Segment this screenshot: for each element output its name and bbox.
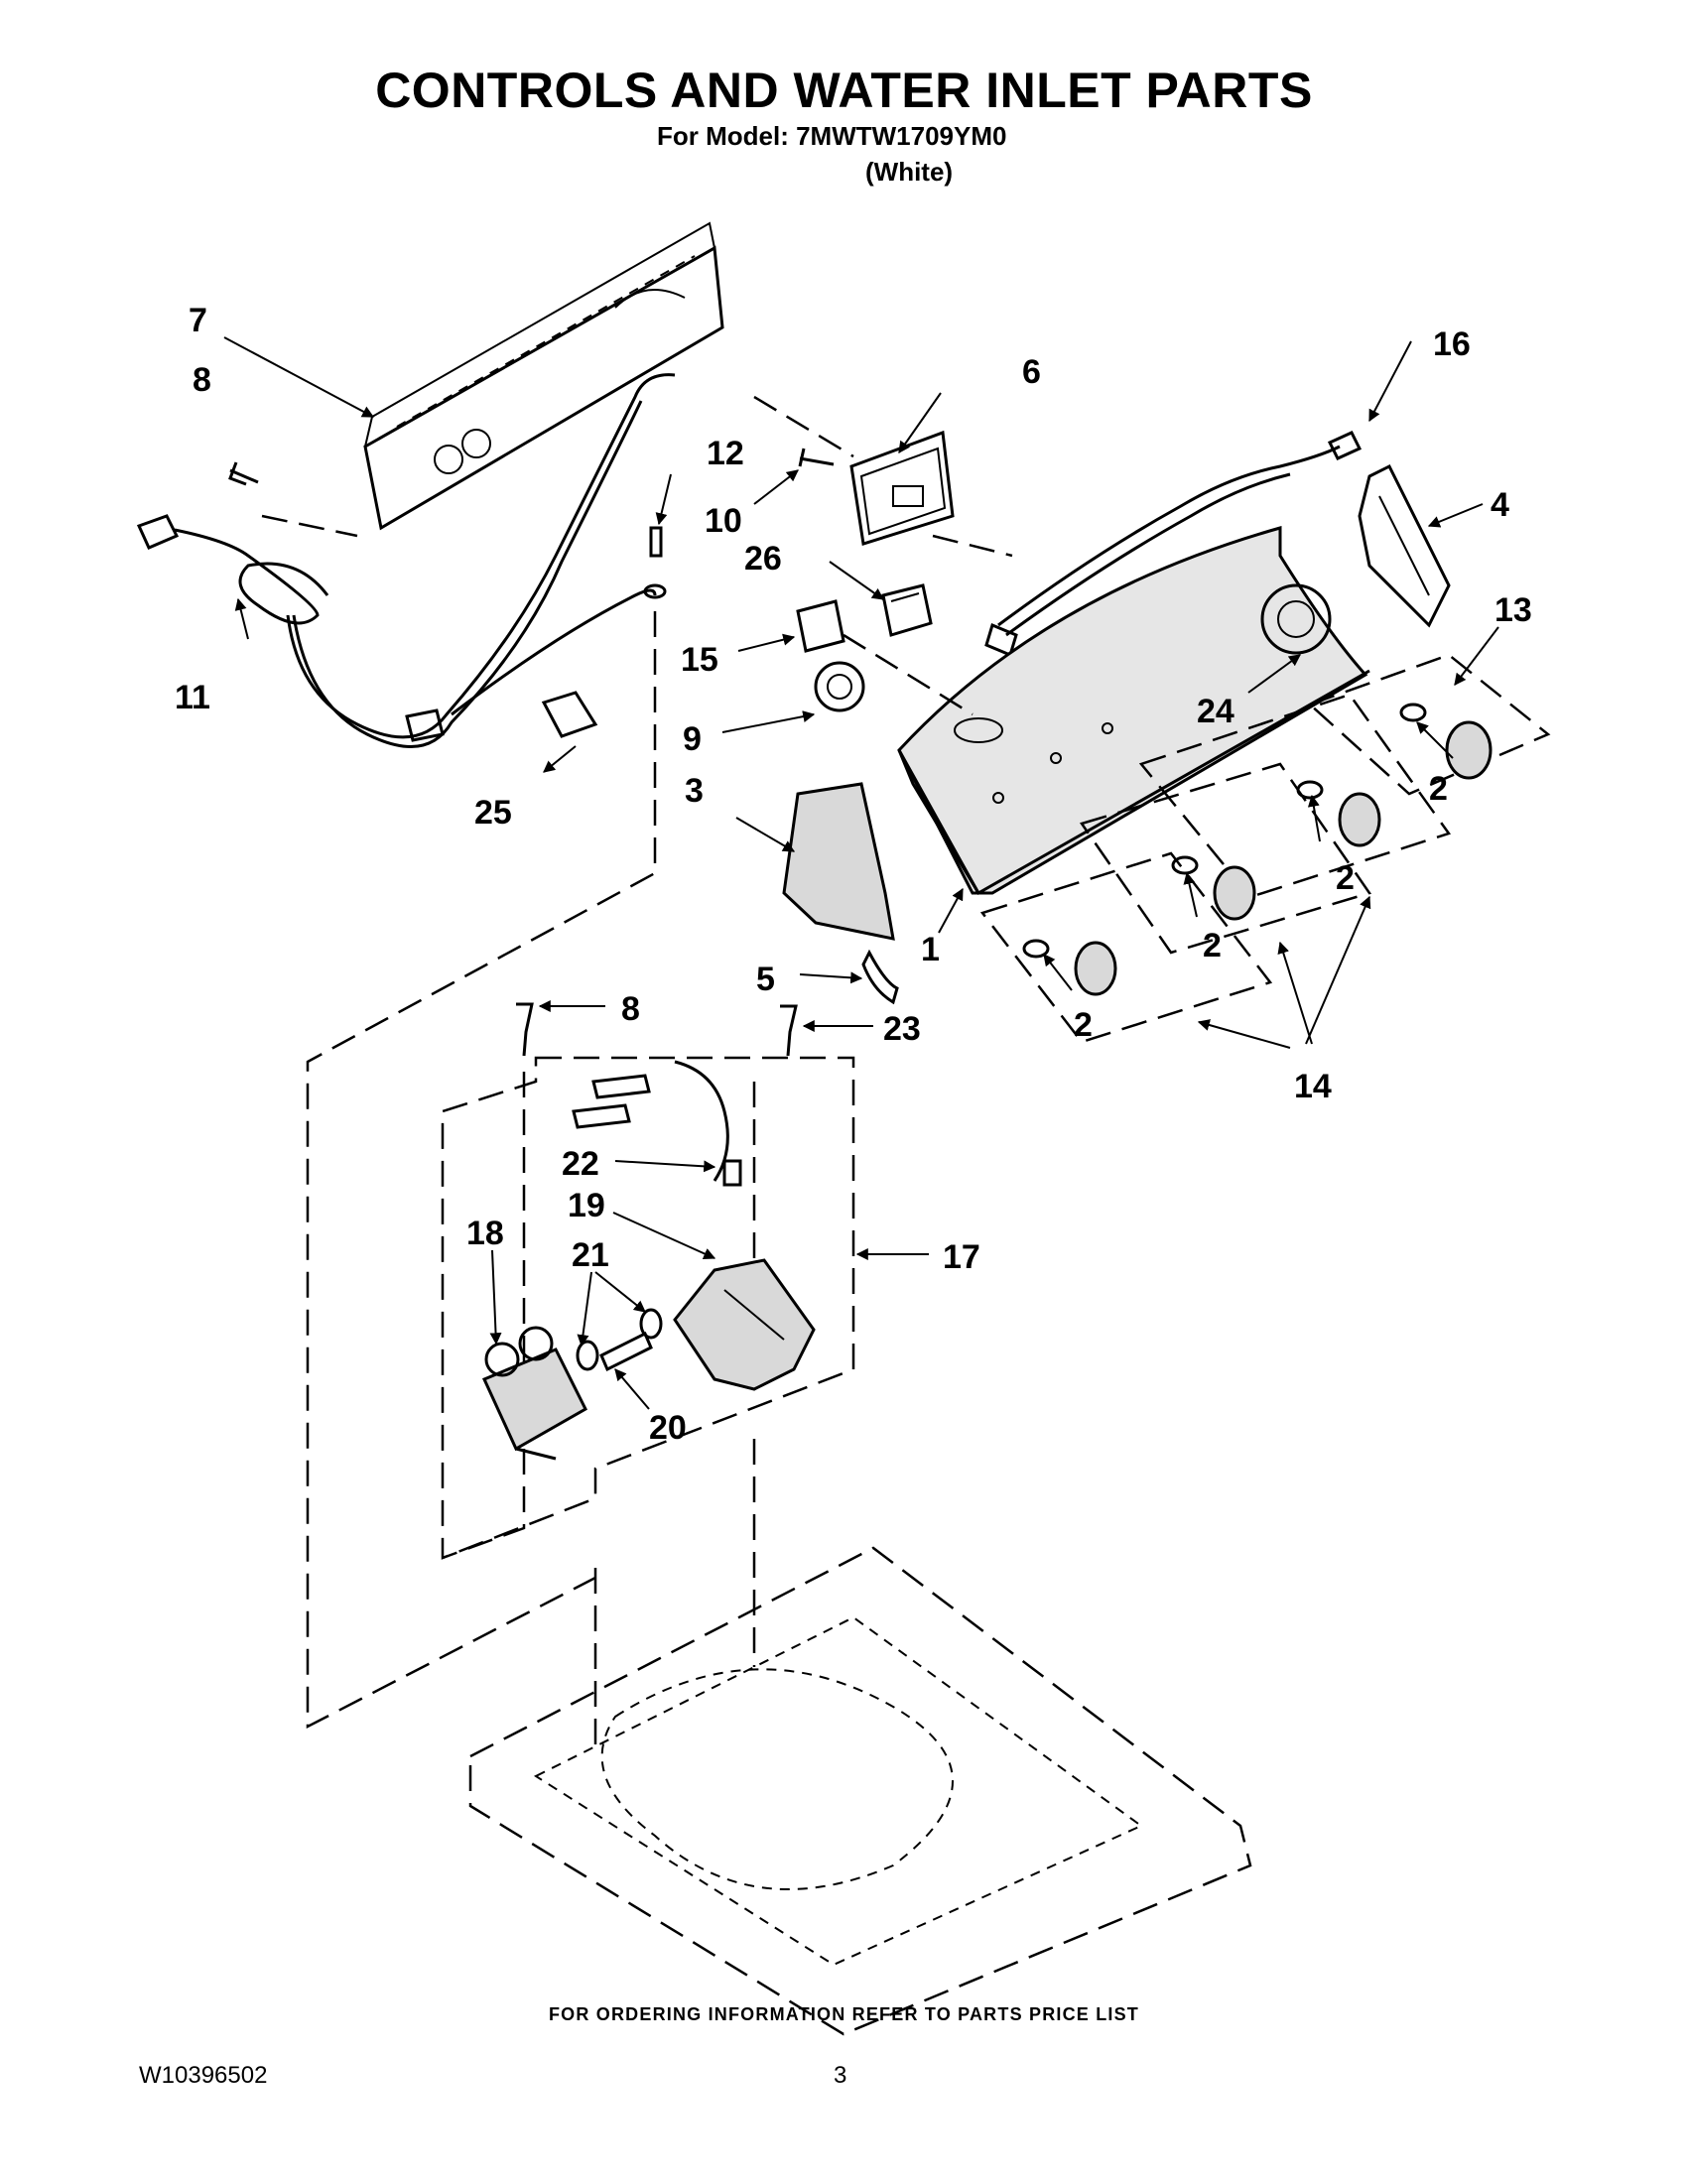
part-9-pressure-switch	[814, 661, 865, 712]
callout-13: 13	[1494, 591, 1532, 629]
callout-24: 24	[1197, 693, 1234, 730]
part-22-wire-harness	[572, 1060, 742, 1187]
callout-8-top: 8	[193, 361, 211, 399]
callout-2-c: 2	[1203, 927, 1222, 964]
part-8-screw-top	[228, 461, 259, 486]
callout-11: 11	[175, 679, 210, 716]
callout-2-a: 2	[1429, 770, 1448, 808]
callout-16: 16	[1433, 325, 1471, 363]
part-3-cover	[782, 782, 895, 941]
part-11-power-cord	[136, 373, 676, 748]
callout-23: 23	[883, 1010, 921, 1048]
part-6-control-board	[849, 430, 955, 546]
callout-21: 21	[572, 1236, 609, 1274]
part-19-dispenser	[673, 1258, 816, 1391]
callout-2-b: 2	[1336, 859, 1355, 897]
callout-22: 22	[562, 1145, 599, 1183]
callout-9: 9	[683, 720, 702, 758]
callout-19: 19	[568, 1187, 605, 1224]
callout-labels: 7 8 11 12 10 6 16 4 13 26 15 9 3 24 2 2 …	[175, 302, 1532, 1447]
callout-20: 20	[649, 1409, 687, 1447]
leader-arrows	[223, 336, 1499, 1410]
part-25-clip	[541, 691, 598, 738]
callout-17: 17	[943, 1238, 980, 1276]
part-23-screw	[780, 1004, 798, 1057]
part-18-inlet-valve	[481, 1326, 587, 1461]
knob-groups	[979, 653, 1551, 1044]
ordering-note: FOR ORDERING INFORMATION REFER TO PARTS …	[548, 2004, 1139, 2024]
part-8-screw-lower	[516, 1002, 534, 1057]
page-number: 3	[834, 2062, 847, 2089]
callout-26: 26	[744, 540, 782, 578]
callout-25: 25	[474, 794, 512, 832]
callout-14: 14	[1294, 1068, 1332, 1105]
callout-7: 7	[189, 302, 207, 339]
part-5-clip	[861, 949, 899, 1005]
callout-12: 12	[707, 435, 744, 472]
part-17-water-inlet-group	[441, 1056, 855, 1560]
callout-6: 6	[1022, 353, 1041, 391]
callout-15: 15	[681, 641, 718, 679]
part-4-end-cap	[1358, 463, 1451, 628]
callout-2-d: 2	[1074, 1006, 1093, 1044]
callout-4: 4	[1491, 486, 1509, 524]
page-title: CONTROLS AND WATER INLET PARTS	[375, 63, 1313, 118]
washer-top-outline	[468, 1439, 1252, 2036]
callout-1: 1	[921, 931, 940, 968]
model-variant: (White)	[865, 157, 954, 187]
dashed-leader-lines	[261, 395, 1013, 1730]
part-12-screw	[643, 526, 667, 599]
part-15-switch	[796, 599, 845, 653]
part-10-screw	[798, 448, 835, 467]
callout-18: 18	[466, 1215, 504, 1252]
document-number: W10396502	[139, 2062, 268, 2089]
callout-3: 3	[685, 772, 704, 810]
callout-10: 10	[705, 502, 742, 540]
part-7-rear-panel	[363, 221, 724, 531]
callout-5: 5	[756, 961, 775, 998]
model-line: For Model: 7MWTW1709YM0	[657, 121, 1007, 151]
callout-8-lower: 8	[621, 990, 640, 1028]
part-26-switch	[881, 583, 933, 637]
part-20-hose	[599, 1331, 653, 1372]
part-1-console	[897, 526, 1370, 896]
